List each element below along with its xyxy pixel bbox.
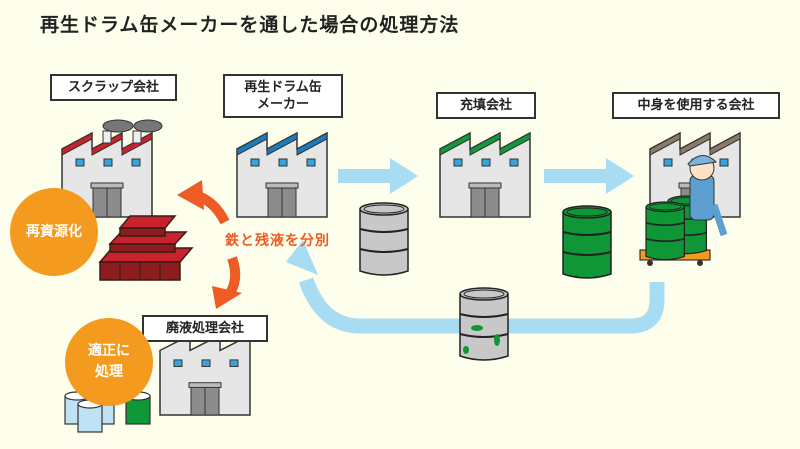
filling-factory [439,132,531,218]
filled-drum-icon [562,205,612,279]
proper-disposal-line1: 適正に [88,343,130,359]
separation-arrow-to-scrap [177,180,230,225]
user-company-label: 中身を使用する会社 [612,92,780,119]
worker-with-cart-icon [639,155,728,266]
flow-arrow-maker-to-filling [338,158,418,194]
page-title: 再生ドラム缶メーカーを通した場合の処理方法 [40,14,460,36]
user-factory [649,132,741,218]
separation-arrow-to-waste [212,256,242,309]
filling-company-label: 充填会社 [436,92,536,119]
waste-factory [159,334,251,416]
steel-beams-icon [98,215,194,281]
return-arrow-user-to-maker [286,240,665,334]
drum-maker-label: 再生ドラム缶 メーカー [223,74,343,118]
proper-disposal-line2: 処理 [95,364,123,380]
recycle-badge-text: 再資源化 [26,223,82,240]
flow-arrow-filling-to-user [544,158,634,194]
proper-disposal-badge: 適正に 処理 [65,318,153,406]
empty-drum-icon [359,202,409,276]
recycle-badge: 再資源化 [10,188,98,276]
scrap-company-label: スクラップ会社 [50,74,177,101]
scrap-factory [61,130,153,218]
smoke-icon [102,119,163,133]
maker-factory [236,132,328,218]
waste-company-label: 廃液処理会社 [142,315,268,342]
separation-label: 鉄と残液を分別 [225,233,330,249]
drum-maker-label-line1: 再生ドラム缶 [244,80,322,95]
used-drum-icon [459,287,509,361]
drum-maker-label-line2: メーカー [256,97,309,112]
